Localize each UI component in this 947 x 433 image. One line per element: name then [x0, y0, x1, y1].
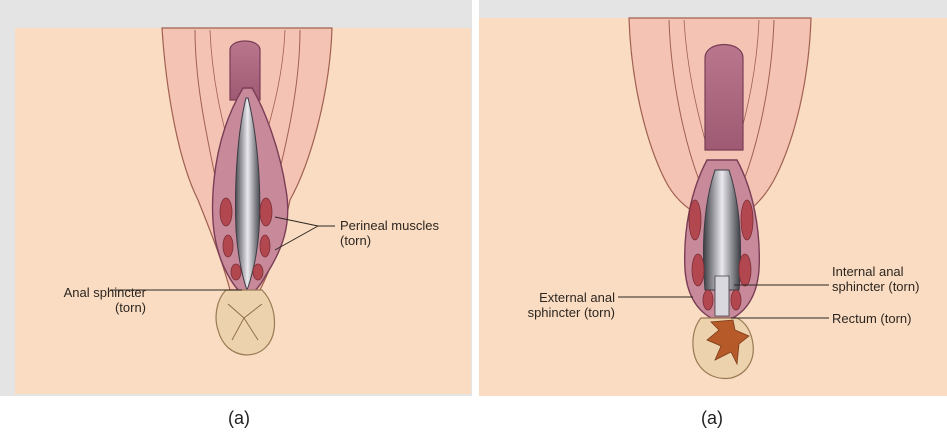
label-line: (torn) [340, 233, 439, 248]
panel-b-illustration [479, 0, 947, 396]
label-line: sphincter (torn) [832, 279, 919, 294]
label-perineal-muscles: Perineal muscles (torn) [340, 218, 439, 248]
label-external-anal-sphincter: External anal sphincter (torn) [509, 290, 615, 320]
caption-b: (a) [701, 408, 723, 429]
caption-a: (a) [228, 408, 250, 429]
label-line: External anal [509, 290, 615, 305]
label-internal-anal-sphincter: Internal anal sphincter (torn) [832, 264, 919, 294]
vaginal-opening [705, 45, 743, 151]
label-line: Perineal muscles [340, 218, 439, 233]
label-line: Rectum (torn) [832, 311, 911, 326]
label-rectum: Rectum (torn) [832, 311, 911, 326]
panel-a-illustration [0, 0, 472, 396]
label-line: Internal anal [832, 264, 919, 279]
label-line: sphincter (torn) [509, 305, 615, 320]
panel-a: Perineal muscles (torn) Anal sphincter (… [0, 0, 472, 396]
label-anal-sphincter: Anal sphincter (torn) [42, 285, 146, 315]
rectal-wall [715, 276, 729, 316]
label-line: (torn) [42, 300, 146, 315]
label-line: Anal sphincter [42, 285, 146, 300]
panel-b: External anal sphincter (torn) Internal … [479, 0, 947, 396]
